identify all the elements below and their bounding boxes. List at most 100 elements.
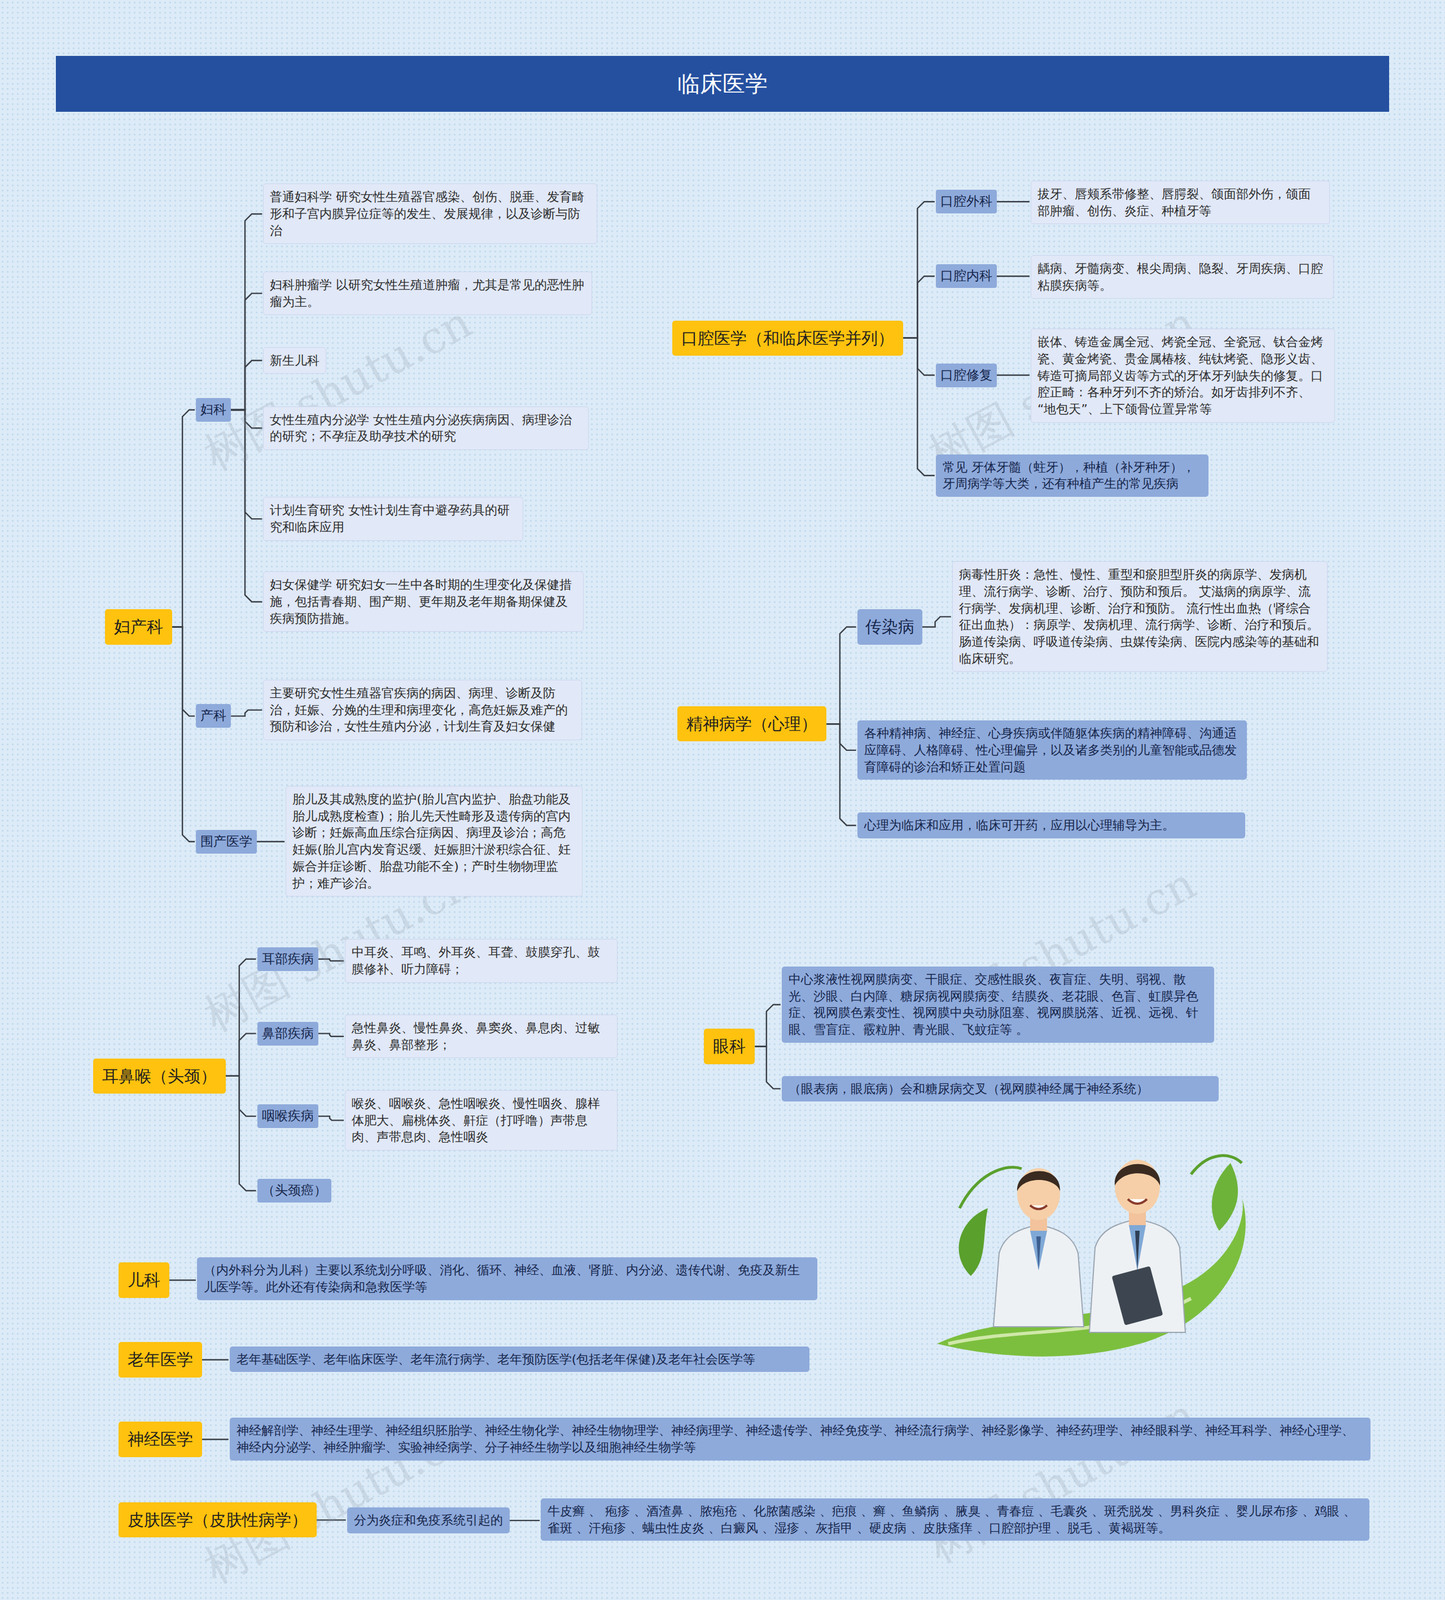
- node-text: 产科: [200, 707, 227, 725]
- node-text: 口腔医学（和临床医学并列）: [681, 327, 895, 349]
- detail-box: 龋病、牙髓病变、根尖周病、隐裂、牙周疾病、口腔粘膜疾病等。: [1030, 255, 1334, 299]
- node-text: （头颈癌）: [261, 1181, 327, 1199]
- subtopic-box: 口腔外科: [935, 189, 997, 214]
- watermark: 树图 shutu.cn: [918, 1385, 1207, 1577]
- detail-box: 妇科肿瘤学 以研究女性生殖道肿瘤，尤其是常见的恶性肿瘤为主。: [263, 271, 592, 315]
- detail-box: 普通妇科学 研究女性生殖器官感染、创伤、脱垂、发育畸形和子宫内膜异位症等的发生、…: [263, 183, 597, 244]
- subtopic-box: （头颈癌）: [257, 1178, 332, 1203]
- subtopic-box: 口腔修复: [935, 363, 997, 388]
- branch-connector: [922, 616, 952, 627]
- detail-box: 主要研究女性生殖器官疾病的病因、病理、诊断及防治，妊娠、分娩的生理和病理变化，高…: [263, 679, 582, 740]
- subtopic-box: 妇科: [195, 397, 231, 422]
- detail-box: 中耳炎、耳鸣、外耳炎、耳聋、鼓膜穿孔、鼓膜修补、听力障碍；: [344, 938, 618, 983]
- branch-connector: [318, 1033, 344, 1037]
- node-text: 口腔内科: [940, 267, 993, 285]
- subtopic-box: 围产医学: [195, 829, 257, 854]
- branch-connector: [903, 338, 935, 376]
- node-text: 妇科肿瘤学 以研究女性生殖道肿瘤，尤其是常见的恶性肿瘤为主。: [269, 276, 585, 310]
- subtopic-box: 产科: [195, 703, 231, 728]
- node-text: （内外科分为儿科）主要以系统划分呼吸、消化、循环、神经、血液、肾脏、内分泌、遗传…: [203, 1261, 811, 1295]
- node-text: 急性鼻炎、慢性鼻炎、鼻窦炎、鼻息肉、过敏鼻炎、鼻部整形；: [351, 1019, 611, 1053]
- detail-box: 心理为临床和应用，临床可开药，应用以心理辅导为主。: [857, 812, 1246, 839]
- topic-box: 眼科: [703, 1028, 755, 1064]
- branch-connector: [318, 1115, 344, 1120]
- detail-box: 老年基础医学、老年临床医学、老年流行病学、老年预防医学(包括老年保健)及老年社会…: [229, 1346, 810, 1373]
- subtopic-box: 口腔内科: [935, 264, 997, 288]
- node-text: 心理为临床和应用，临床可开药，应用以心理辅导为主。: [864, 816, 1239, 834]
- node-text: 主要研究女性生殖器官疾病的病因、病理、诊断及防治，妊娠、分娩的生理和病理变化，高…: [269, 684, 575, 735]
- branch-connector: [903, 201, 935, 339]
- detail-box: 分为炎症和免疫系统引起的: [347, 1507, 510, 1534]
- subtopic-box: 传染病: [857, 609, 923, 645]
- topic-box: 皮肤医学（皮肤性病学）: [118, 1502, 317, 1538]
- branch-connector: [172, 626, 195, 716]
- branch-connector: [230, 710, 262, 717]
- detail-box: 妇女保健学 研究妇女一生中各时期的生理变化及保健措施，包括青春期、围产期、更年期…: [263, 571, 584, 632]
- detail-box: 拔牙、唇颊系带修整、唇腭裂、颌面部外伤，颌面部肿瘤、创伤、炎症、种植牙等: [1030, 180, 1330, 225]
- branch-connector: [903, 338, 935, 476]
- node-text: 妇科: [200, 401, 227, 419]
- detail-box: 计划生育研究 女性计划生育中避孕药具的研究和临床应用: [263, 496, 524, 541]
- node-text: 分为炎症和免疫系统引起的: [353, 1511, 503, 1529]
- detail-box: 常见 牙体牙髓（蛀牙），种植（补牙种牙），牙周病学等大类，还有种植产生的常见疾病: [935, 454, 1209, 497]
- branch-connector: [509, 1519, 541, 1521]
- node-text: 龋病、牙髓病变、根尖周病、隐裂、牙周疾病、口腔粘膜疾病等。: [1037, 260, 1328, 294]
- detail-box: 牛皮癣 、 疱疹 、酒渣鼻 、脓疱疮 、化脓菌感染 、疤痕 、癣 、鱼鳞病 、腋…: [540, 1498, 1370, 1541]
- topic-box: 妇产科: [104, 609, 173, 645]
- title-band: 临床医学: [55, 55, 1390, 112]
- branch-connector: [225, 1075, 257, 1191]
- branch-connector: [826, 723, 856, 751]
- node-text: 神经解剖学、神经生理学、神经组织胚胎学、神经生物化学、神经生物物理学、神经病理学…: [236, 1421, 1364, 1456]
- topic-box: 神经医学: [118, 1421, 203, 1457]
- node-text: 病毒性肝炎：急性、慢性、重型和瘀胆型肝炎的病原学、发病机理、流行病学、诊断、治疗…: [959, 566, 1321, 667]
- node-text: 嵌体、铸造金属全冠、烤瓷全冠、全瓷冠、钛合金烤瓷、黄金烤瓷、贵金属椿核、纯钛烤瓷…: [1037, 333, 1329, 418]
- doctors-illustration: [925, 1140, 1265, 1383]
- node-text: 普通妇科学 研究女性生殖器官感染、创伤、脱垂、发育畸形和子宫内膜异位症等的发生、…: [269, 188, 590, 239]
- branch-connector: [225, 1075, 257, 1116]
- detail-box: 新生儿科: [263, 347, 327, 375]
- topic-box: 口腔医学（和临床医学并列）: [672, 320, 904, 356]
- detail-box: 喉炎、咽喉炎、急性咽喉炎、慢性咽炎、腺样体肥大、扁桃体炎、鼾症（打呼噜）声带息肉…: [344, 1089, 618, 1151]
- node-text: 新生儿科: [269, 352, 320, 370]
- topic-box: 精神病学（心理）: [677, 706, 827, 742]
- node-text: 围产医学: [200, 833, 253, 851]
- branch-connector: [903, 276, 935, 339]
- node-text: 女性生殖内分泌学 女性生殖内分泌疾病病因、病理诊治的研究；不孕症及助孕技术的研究: [269, 411, 582, 445]
- branch-connector: [202, 1358, 229, 1360]
- branch-connector: [169, 1279, 196, 1281]
- detail-box: 病毒性肝炎：急性、慢性、重型和瘀胆型肝炎的病原学、发病机理、流行病学、诊断、治疗…: [952, 561, 1328, 672]
- node-text: 眼科: [712, 1035, 746, 1057]
- node-text: 拔牙、唇颊系带修整、唇腭裂、颌面部外伤，颌面部肿瘤、创伤、炎症、种植牙等: [1037, 185, 1324, 220]
- node-text: （眼表病，眼底病）会和糖尿病交叉（视网膜神经属于神经系统）: [788, 1080, 1212, 1098]
- branch-connector: [230, 213, 262, 410]
- node-text: 神经医学: [127, 1428, 194, 1449]
- detail-box: 中心浆液性视网膜病变、干眼症、交感性眼炎、夜盲症、失明、弱视、散光、沙眼、白内障…: [781, 966, 1215, 1043]
- node-text: 中心浆液性视网膜病变、干眼症、交感性眼炎、夜盲症、失明、弱视、散光、沙眼、白内障…: [788, 970, 1208, 1039]
- branch-connector: [754, 1045, 781, 1089]
- detail-box: 嵌体、铸造金属全冠、烤瓷全冠、全瓷冠、钛合金烤瓷、黄金烤瓷、贵金属椿核、纯钛烤瓷…: [1030, 328, 1335, 423]
- watermark: 树图 shutu.cn: [194, 293, 483, 485]
- node-text: 精神病学（心理）: [686, 713, 818, 734]
- branch-connector: [826, 723, 856, 826]
- subtopic-box: 耳部疾病: [257, 947, 319, 971]
- branch-connector: [826, 626, 856, 724]
- node-text: 妇产科: [114, 616, 164, 637]
- topic-box: 耳鼻喉（头颈）: [93, 1058, 226, 1094]
- detail-box: 神经解剖学、神经生理学、神经组织胚胎学、神经生物化学、神经生物物理学、神经病理学…: [229, 1417, 1371, 1460]
- subtopic-box: 咽喉疾病: [257, 1104, 319, 1128]
- detail-box: 胎儿及其成熟度的监护(胎儿宫内监护、胎盘功能及胎儿成熟度检查)；胎儿先天性畸形及…: [285, 785, 583, 897]
- branch-connector: [996, 200, 1030, 203]
- branch-connector: [202, 1438, 229, 1440]
- node-text: 传染病: [865, 616, 915, 637]
- detail-box: 女性生殖内分泌学 女性生殖内分泌疾病病因、病理诊治的研究；不孕症及助孕技术的研究: [263, 406, 589, 450]
- detail-box: 急性鼻炎、慢性鼻炎、鼻窦炎、鼻息肉、过敏鼻炎、鼻部整形；: [344, 1014, 618, 1058]
- node-text: 咽喉疾病: [261, 1107, 314, 1125]
- node-text: 耳部疾病: [261, 950, 314, 968]
- node-text: 老年基础医学、老年临床医学、老年流行病学、老年预防医学(包括老年保健)及老年社会…: [236, 1350, 803, 1368]
- node-text: 计划生育研究 女性计划生育中避孕药具的研究和临床应用: [269, 501, 517, 536]
- title-text: 临床医学: [55, 68, 1390, 100]
- node-text: 老年医学: [127, 1349, 194, 1370]
- node-text: 皮肤医学（皮肤性病学）: [127, 1509, 308, 1530]
- node-text: 妇女保健学 研究妇女一生中各时期的生理变化及保健措施，包括青春期、围产期、更年期…: [269, 576, 577, 627]
- branch-connector: [230, 293, 262, 410]
